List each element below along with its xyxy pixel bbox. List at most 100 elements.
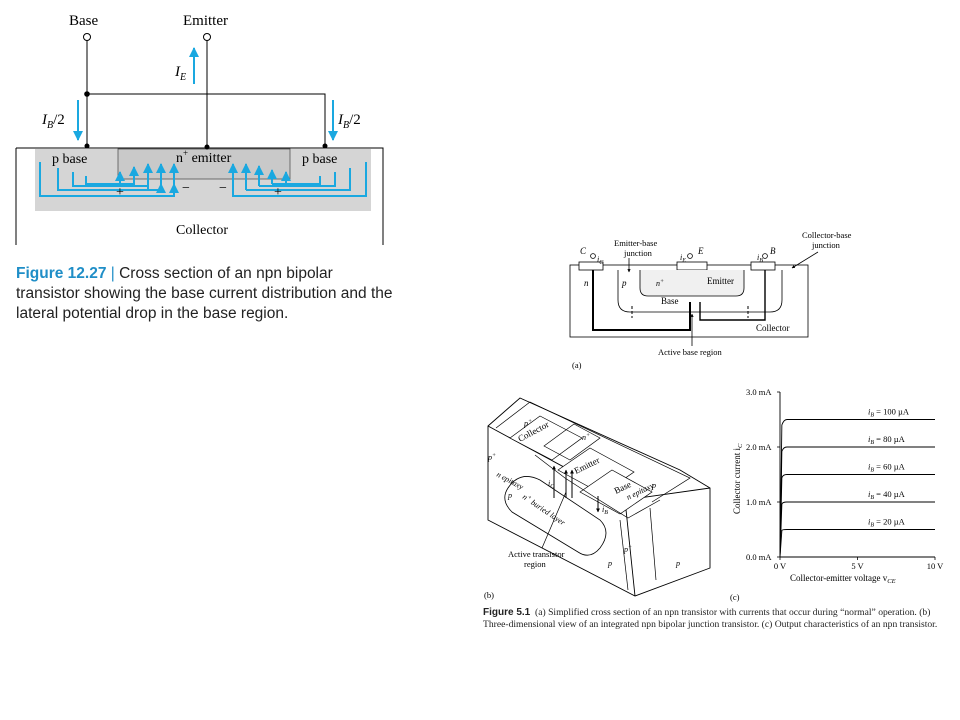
series-label-var: i	[868, 407, 871, 417]
series-label-var: i	[868, 489, 871, 499]
cb-junction-label-1: Collector-base	[802, 230, 852, 240]
right-current-path	[259, 172, 336, 187]
y-tick-label: 2.0 mA	[746, 442, 772, 452]
x-axis-label: Collector-emitter voltage vCE	[790, 573, 896, 585]
caption2-text: (a) Simplified cross section of an npn t…	[483, 607, 938, 630]
series-label-value: = 80 µA	[874, 434, 906, 444]
active-transistor-label-1: Active transistor	[508, 549, 565, 559]
figure-5-1-caption: Figure 5.1 (a) Simplified cross section …	[483, 607, 955, 631]
pplus-wall	[619, 519, 629, 591]
c-label: C	[580, 246, 587, 256]
ib-a-main: i	[757, 253, 759, 262]
ib-left-sub: B	[47, 120, 53, 131]
eb-junction-label-1: Emitter-base	[614, 238, 657, 248]
pplus-top-sup: +	[528, 419, 532, 425]
fig-b-label: (b)	[484, 590, 494, 600]
collector-contact	[578, 261, 604, 271]
y-axis-label-main: Collector current i	[732, 448, 742, 514]
ic-b-main: i	[548, 479, 550, 488]
series-label-sub: B	[870, 495, 874, 501]
ie-a-sub: E	[681, 258, 686, 264]
axis-ticks	[777, 391, 936, 560]
ib-b-sub: B	[604, 510, 608, 516]
series-label-var: i	[868, 517, 871, 527]
nplus-label-b: n+	[582, 433, 590, 442]
plus-left: +	[116, 185, 124, 200]
ie-a-main: i	[680, 253, 682, 262]
b-terminal	[762, 253, 768, 259]
p-label-b1: p	[507, 491, 512, 500]
plus-right: +	[274, 185, 282, 200]
x-axis-label-main: Collector-emitter voltage v	[790, 573, 888, 583]
series-label-sub: B	[870, 523, 874, 529]
p-label-b3: p	[607, 559, 612, 568]
series-label: iB = 60 µA	[868, 462, 906, 474]
ie-label: IE	[174, 64, 186, 83]
series-label-value: = 100 µA	[874, 407, 910, 417]
series-label-sub: B	[870, 413, 874, 419]
x-axis-label-sub: CE	[887, 578, 895, 585]
caption-text: Cross section of an npn bipolar transist…	[16, 265, 393, 322]
ib-right-div: /2	[349, 112, 361, 128]
ib-right-main: I	[337, 112, 344, 128]
ib-label-b: iB	[602, 505, 608, 516]
ib-path	[699, 270, 766, 321]
minus-right: −	[219, 181, 227, 196]
y-axis-label-sub: C	[737, 443, 744, 448]
ib-curve	[779, 501, 935, 558]
pplus-left-main: p	[487, 453, 492, 462]
fig-c-label: (c)	[730, 592, 740, 602]
base-terminal	[83, 33, 91, 41]
figure-5-1a: C iC E iE B iB Emitter-base junction Col…	[569, 230, 852, 370]
ic-b-sub: C	[550, 484, 555, 490]
y-tick-label: 3.0 mA	[746, 387, 772, 397]
ie-main: I	[174, 64, 181, 80]
series-label-value: = 60 µA	[874, 462, 906, 472]
nplus-a-main: n	[656, 279, 660, 288]
pplus-label-side: p+	[623, 545, 632, 554]
x-tick-label: 5 V	[851, 561, 864, 571]
collector-label-a: Collector	[756, 323, 790, 333]
pplus-label-left: p+	[487, 453, 496, 462]
cb-junction-pointer	[791, 251, 819, 269]
p-region-line	[534, 454, 661, 519]
ic-a-sub: C	[599, 260, 604, 266]
pplus-label-top: p+	[523, 419, 532, 428]
ib-curve	[779, 474, 935, 558]
ib-right-sub: B	[343, 120, 349, 131]
p-label-b4: p	[675, 559, 680, 568]
ib-a-label: iB	[757, 253, 763, 264]
ib-curve	[779, 446, 935, 558]
series-label-value: = 20 µA	[874, 517, 906, 527]
buried-sup: +	[526, 494, 533, 501]
figure-5-1b: p+ p+ Collector n+ Emitter Base n epitax…	[484, 397, 711, 600]
pplus-left-sup: +	[492, 453, 496, 459]
cb-junction-label-2: junction	[811, 240, 841, 250]
base-current-arrows	[39, 47, 367, 197]
right-current-path	[246, 168, 351, 191]
c-terminal	[590, 253, 596, 259]
base-node-dot	[84, 91, 90, 97]
p-label-a: p	[621, 278, 627, 288]
series-label-value: = 40 µA	[874, 489, 906, 499]
collector-stripe	[509, 415, 583, 461]
series-label-sub: B	[870, 440, 874, 446]
buried-layer	[504, 476, 607, 556]
emitter-terminal	[203, 33, 211, 41]
y-tick-label: 1.0 mA	[746, 497, 772, 507]
x-tick-label: 0 V	[774, 561, 787, 571]
base-bus-wire	[87, 93, 326, 144]
active-transistor-label-2: region	[524, 559, 546, 569]
emitter-region-a	[639, 270, 745, 297]
ib-b-main: i	[602, 505, 604, 514]
nplus-a-sup: +	[660, 279, 664, 285]
nplus-label-a: n+	[656, 279, 664, 288]
pplus-wall	[649, 507, 657, 581]
ie-a-label: iE	[680, 253, 686, 264]
series-label: iB = 80 µA	[868, 434, 906, 446]
x-tick-label: 10 V	[927, 561, 944, 571]
substrate-outline	[15, 147, 384, 245]
